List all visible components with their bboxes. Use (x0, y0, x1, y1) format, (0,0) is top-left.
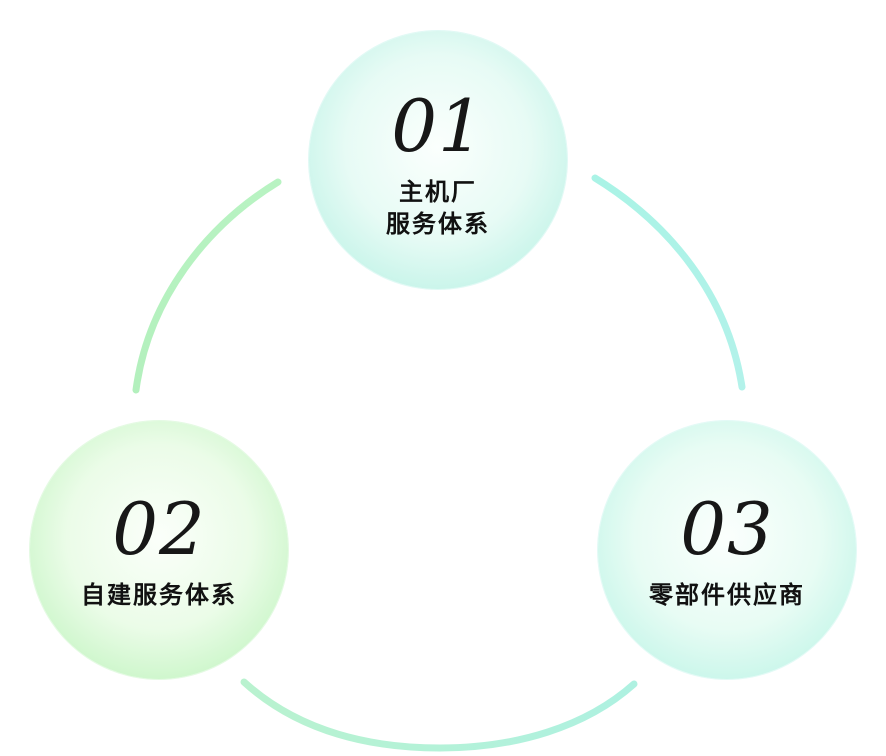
node-02: 02 自建服务体系 (30, 421, 288, 679)
arc-left (132, 178, 282, 394)
node-label-line: 主机厂 (399, 178, 477, 206)
node-number: 02 (112, 487, 206, 571)
node-label: 自建服务体系 (81, 579, 237, 611)
arc-right (591, 174, 746, 391)
node-03: 03 零部件供应商 (598, 421, 856, 679)
node-label-line: 服务体系 (386, 210, 490, 238)
arc-bottom (240, 678, 638, 752)
node-label: 零部件供应商 (649, 579, 805, 611)
node-label: 主机厂 服务体系 (386, 176, 490, 240)
node-label-line: 自建服务体系 (81, 581, 237, 609)
node-number: 03 (680, 487, 774, 571)
node-label-line: 零部件供应商 (649, 581, 805, 609)
node-number: 01 (391, 84, 485, 168)
node-01: 01 主机厂 服务体系 (309, 31, 567, 289)
